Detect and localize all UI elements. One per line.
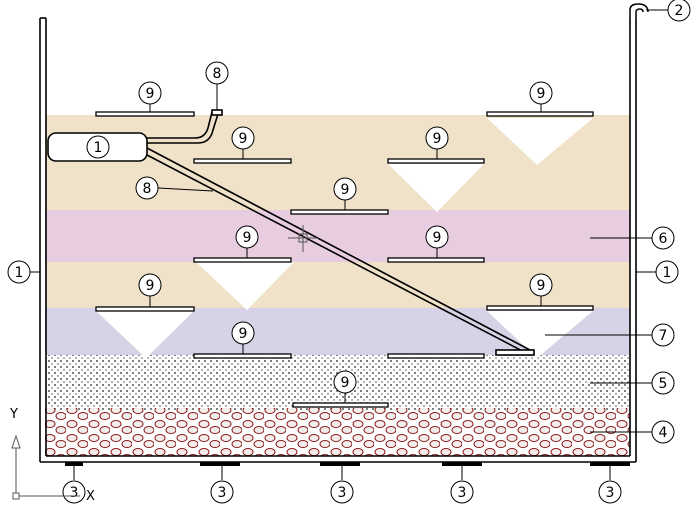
svg-text:9: 9 [146,86,155,102]
svg-text:8: 8 [213,66,222,82]
svg-text:7: 7 [659,328,668,344]
svg-text:1: 1 [94,140,103,156]
svg-text:9: 9 [146,278,155,294]
baffle [193,257,292,263]
callout-baffle [425,225,449,249]
baffle [292,402,389,408]
baffle [486,305,594,311]
svg-text:9: 9 [537,86,546,102]
fine-sand-layer-pink [45,210,630,265]
baffles [95,111,594,408]
svg-text:9: 9 [433,230,442,246]
baffle [193,158,292,164]
baffle-gaps [96,118,593,358]
callout-baffle [138,81,162,105]
svg-text:3: 3 [218,485,227,501]
callout-support [450,480,474,504]
gravel-layer [45,408,630,456]
svg-text:9: 9 [239,326,248,342]
callout-baffle [333,177,357,201]
svg-text:9: 9 [341,182,350,198]
svg-text:8: 8 [143,181,152,197]
leader-lines [30,9,668,480]
support [320,462,360,466]
support [200,462,240,466]
support [590,462,630,466]
svg-text:3: 3 [458,485,467,501]
callout-baffle [529,81,553,105]
callout-support [62,480,86,504]
callout-gravel-layer [651,420,675,444]
svg-text:1: 1 [15,265,24,281]
baffle [95,111,195,117]
baffle [290,209,389,215]
svg-text:4: 4 [659,425,668,441]
baffle [95,306,195,312]
callout-inlet-pipe [205,61,229,85]
svg-text:9: 9 [243,230,252,246]
center-marker [288,225,318,252]
svg-text:5: 5 [659,376,668,392]
callout-baffle [529,273,553,297]
svg-text:9: 9 [433,131,442,147]
callout-coarse-sand-layer [651,371,675,395]
callout-support [598,480,622,504]
svg-text:3: 3 [606,485,615,501]
support [442,462,482,466]
callout-baffle [138,273,162,297]
callout-support [330,480,354,504]
callout-tank-wall [7,260,31,284]
axis-y-label: Y [9,407,18,422]
svg-text:9: 9 [239,131,248,147]
callout-tank-wall [86,135,110,159]
support [65,462,83,466]
callout-baffle [333,370,357,394]
svg-text:3: 3 [338,485,347,501]
callout-tank-wall [655,260,679,284]
callout-baffle [425,126,449,150]
callout-baffle [231,126,255,150]
svg-text:2: 2 [675,3,684,19]
callout-support [210,480,234,504]
baffle [486,111,594,117]
svg-text:1: 1 [663,265,672,281]
baffle [193,353,292,359]
callout-fine-sand-layer [651,226,675,250]
callouts: 9 9 9 9 9 9 9 9 9 9 9 8 8 1 1 1 2 6 [7,0,691,504]
baffle [387,257,485,263]
supports [65,462,630,466]
svg-text:3: 3 [70,485,79,501]
ucs-axis-icon: Y X [9,407,95,504]
overflow-pipe [629,3,649,18]
baffle [387,158,485,164]
callout-baffle [231,321,255,345]
svg-text:9: 9 [341,375,350,391]
axis-x-label: X [86,489,95,504]
callout-filter-media-layer [651,323,675,347]
callout-overflow-pipe [667,0,691,22]
svg-text:6: 6 [659,231,668,247]
baffle [387,353,485,359]
callout-baffle [235,225,259,249]
callout-inlet-pipe [135,176,159,200]
svg-text:9: 9 [537,278,546,294]
